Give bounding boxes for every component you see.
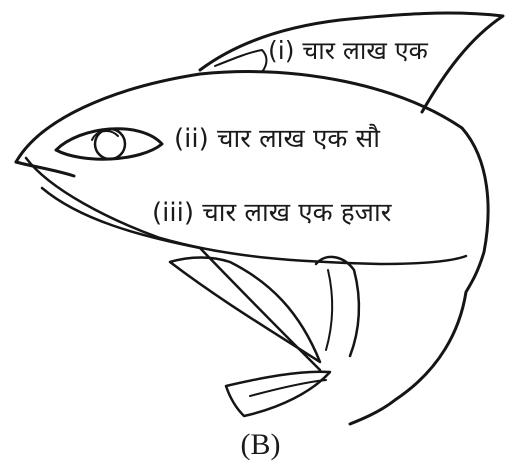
tail-upper [316,257,359,356]
eye-outline [56,129,162,159]
dorsal-fin-inner [215,50,267,72]
eye-pupil [95,129,125,159]
label-two: (ii) चार लाख एक सौ [174,126,380,152]
pectoral-fin [170,258,320,363]
label-three: (iii) चार लाख एक हजार [152,200,391,226]
fish-mouth [16,162,74,176]
label-one: (i) चार लाख एक [268,38,428,63]
tail-lower-inner [250,380,326,396]
figure-caption: (B) [0,430,521,460]
tail-upper-inner [326,270,332,350]
tail-lower [226,372,330,416]
